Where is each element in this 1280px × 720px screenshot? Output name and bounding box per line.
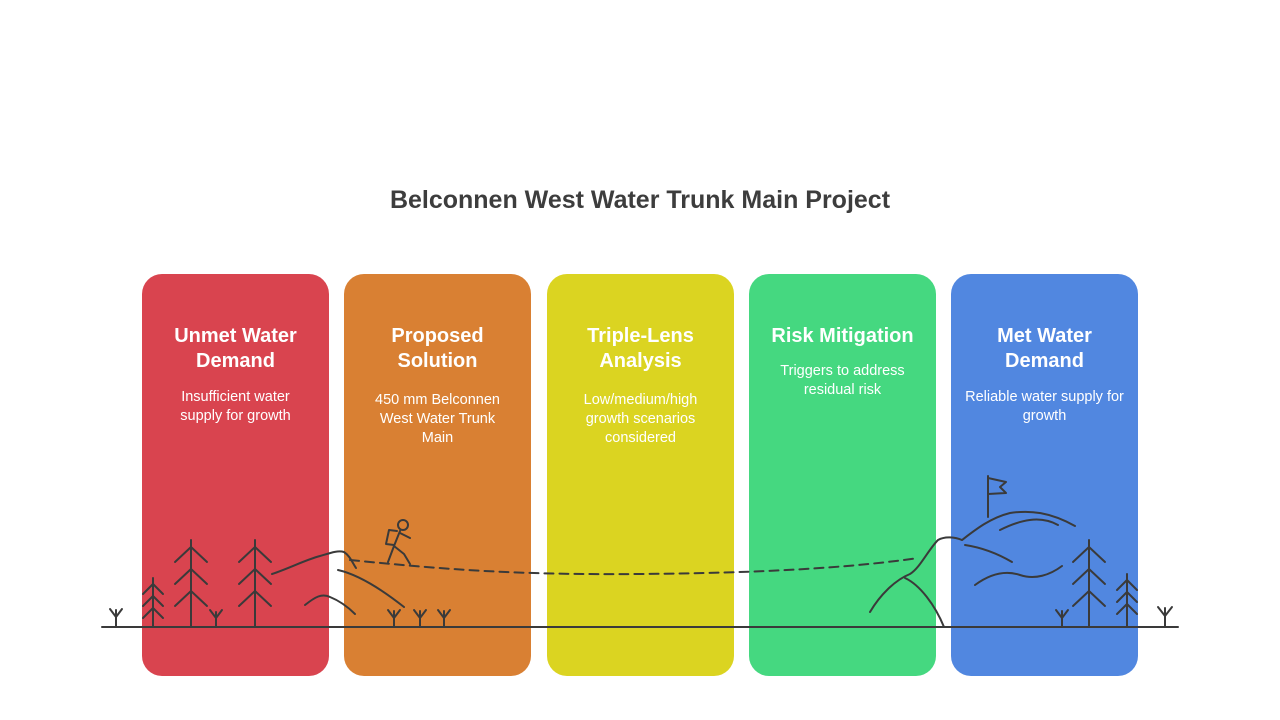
left-hill-icon [272,551,404,614]
hiker-icon [386,520,410,564]
dashed-journey-path [350,558,918,574]
pine-tree-icon [1073,540,1105,627]
pine-tree-icon [143,578,163,627]
pine-tree-icon [1117,574,1137,627]
grass-sprout-icon [110,607,1172,627]
pine-tree-icon [239,540,271,627]
right-hill-icon [870,512,1075,627]
pine-tree-icon [175,540,207,627]
flag-icon [988,476,1006,517]
